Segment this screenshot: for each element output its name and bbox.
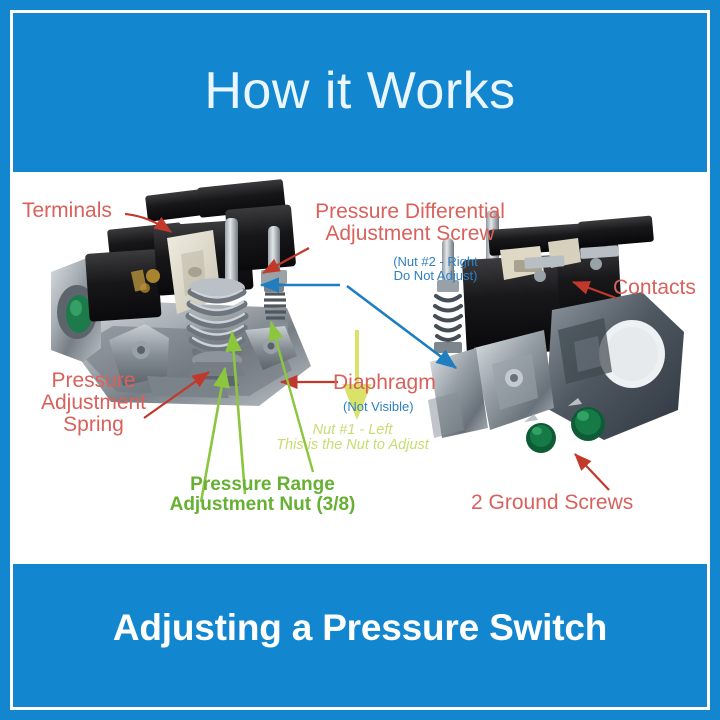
- label-pas-line2: Adjustment: [40, 390, 147, 414]
- poster-inner-frame: [10, 10, 710, 710]
- label-nut1-line1: Nut #1 - Left: [312, 422, 393, 438]
- label-pd-line2: Adjustment Screw: [325, 221, 495, 245]
- header-banner: How it Works: [23, 23, 697, 158]
- footer-banner: Adjusting a Pressure Switch: [23, 568, 697, 687]
- label-pas-line3: Spring: [63, 412, 124, 436]
- label-nut1-line2: This is the Nut to Adjust: [276, 437, 429, 454]
- label-pd-note-line1: (Nut #2 - Right: [393, 254, 478, 269]
- label-pd-line1: Pressure Differential: [315, 200, 505, 223]
- label-pr-line1: Pressure Range: [190, 474, 335, 495]
- label-pas-line1: Pressure: [51, 369, 136, 392]
- label-pd-note-line2: Do Not Adjust): [393, 267, 478, 283]
- label-contacts: Contacts: [613, 276, 696, 299]
- label-diaphragm: Diaphragm: [333, 371, 436, 394]
- page-title: How it Works: [204, 61, 516, 120]
- pressure-switch-right-view: [428, 202, 698, 462]
- label-diaphragm-note: (Not Visible): [343, 399, 414, 414]
- label-pr-line2: Adjustment Nut (3/8): [169, 493, 356, 515]
- label-terminals: Terminals: [22, 199, 112, 222]
- label-ground-screws: 2 Ground Screws: [471, 491, 634, 514]
- footer-title: Adjusting a Pressure Switch: [112, 607, 608, 648]
